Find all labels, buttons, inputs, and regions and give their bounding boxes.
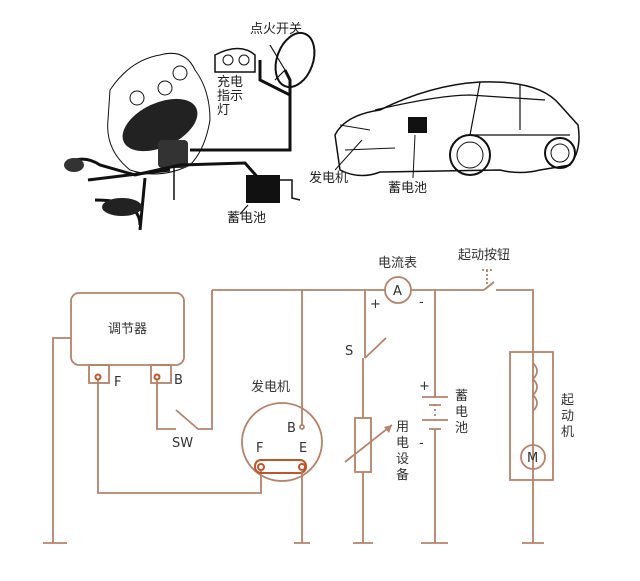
- battery-char-2: 电: [455, 405, 468, 420]
- label-charge-indicator-3: 灯: [217, 103, 230, 118]
- label-car-battery: 蓄电池: [388, 181, 427, 196]
- reg-terminal-f: F: [114, 375, 121, 390]
- generator-label: 发电机: [251, 379, 290, 395]
- battery-char-1: 蓄: [455, 389, 468, 404]
- starter-char-1: 起: [561, 393, 574, 408]
- battery-char-3: 池: [455, 421, 468, 436]
- starter-char-3: 机: [561, 425, 574, 440]
- battery-plus: +: [419, 379, 430, 394]
- motor-symbol: M: [527, 451, 538, 466]
- engine-illustration: [64, 31, 316, 231]
- switch-s-label: S: [345, 344, 353, 359]
- ammeter-label: 电流表: [378, 256, 417, 271]
- label-ignition-switch: 点火开关: [250, 22, 302, 37]
- load-char-3: 设: [396, 452, 409, 467]
- start-button-label: 起动按钮: [458, 248, 510, 263]
- load-char-1: 用: [396, 420, 409, 435]
- switch-sw-label: SW: [172, 436, 193, 451]
- battery-minus: -: [419, 436, 424, 451]
- circuit-wires: [43, 269, 554, 544]
- car-illustration: [334, 81, 580, 179]
- label-charge-indicator-2: 指示: [217, 89, 243, 104]
- label-car-generator: 发电机: [309, 170, 348, 186]
- reg-terminal-b: B: [174, 373, 183, 388]
- ammeter-plus: +: [370, 297, 381, 312]
- starter-char-2: 动: [561, 409, 574, 424]
- ammeter-symbol: A: [393, 284, 402, 299]
- ammeter-minus: -: [419, 295, 424, 310]
- gen-terminal-b: B: [287, 421, 296, 436]
- label-battery-engine: 蓄电池: [227, 211, 266, 226]
- gen-terminal-f: F: [256, 441, 263, 456]
- load-char-2: 电: [396, 436, 409, 451]
- load-char-4: 备: [396, 467, 409, 483]
- label-charge-indicator-1: 充电: [217, 74, 243, 90]
- regulator-label: 调节器: [108, 322, 147, 337]
- gen-terminal-e: E: [299, 441, 307, 456]
